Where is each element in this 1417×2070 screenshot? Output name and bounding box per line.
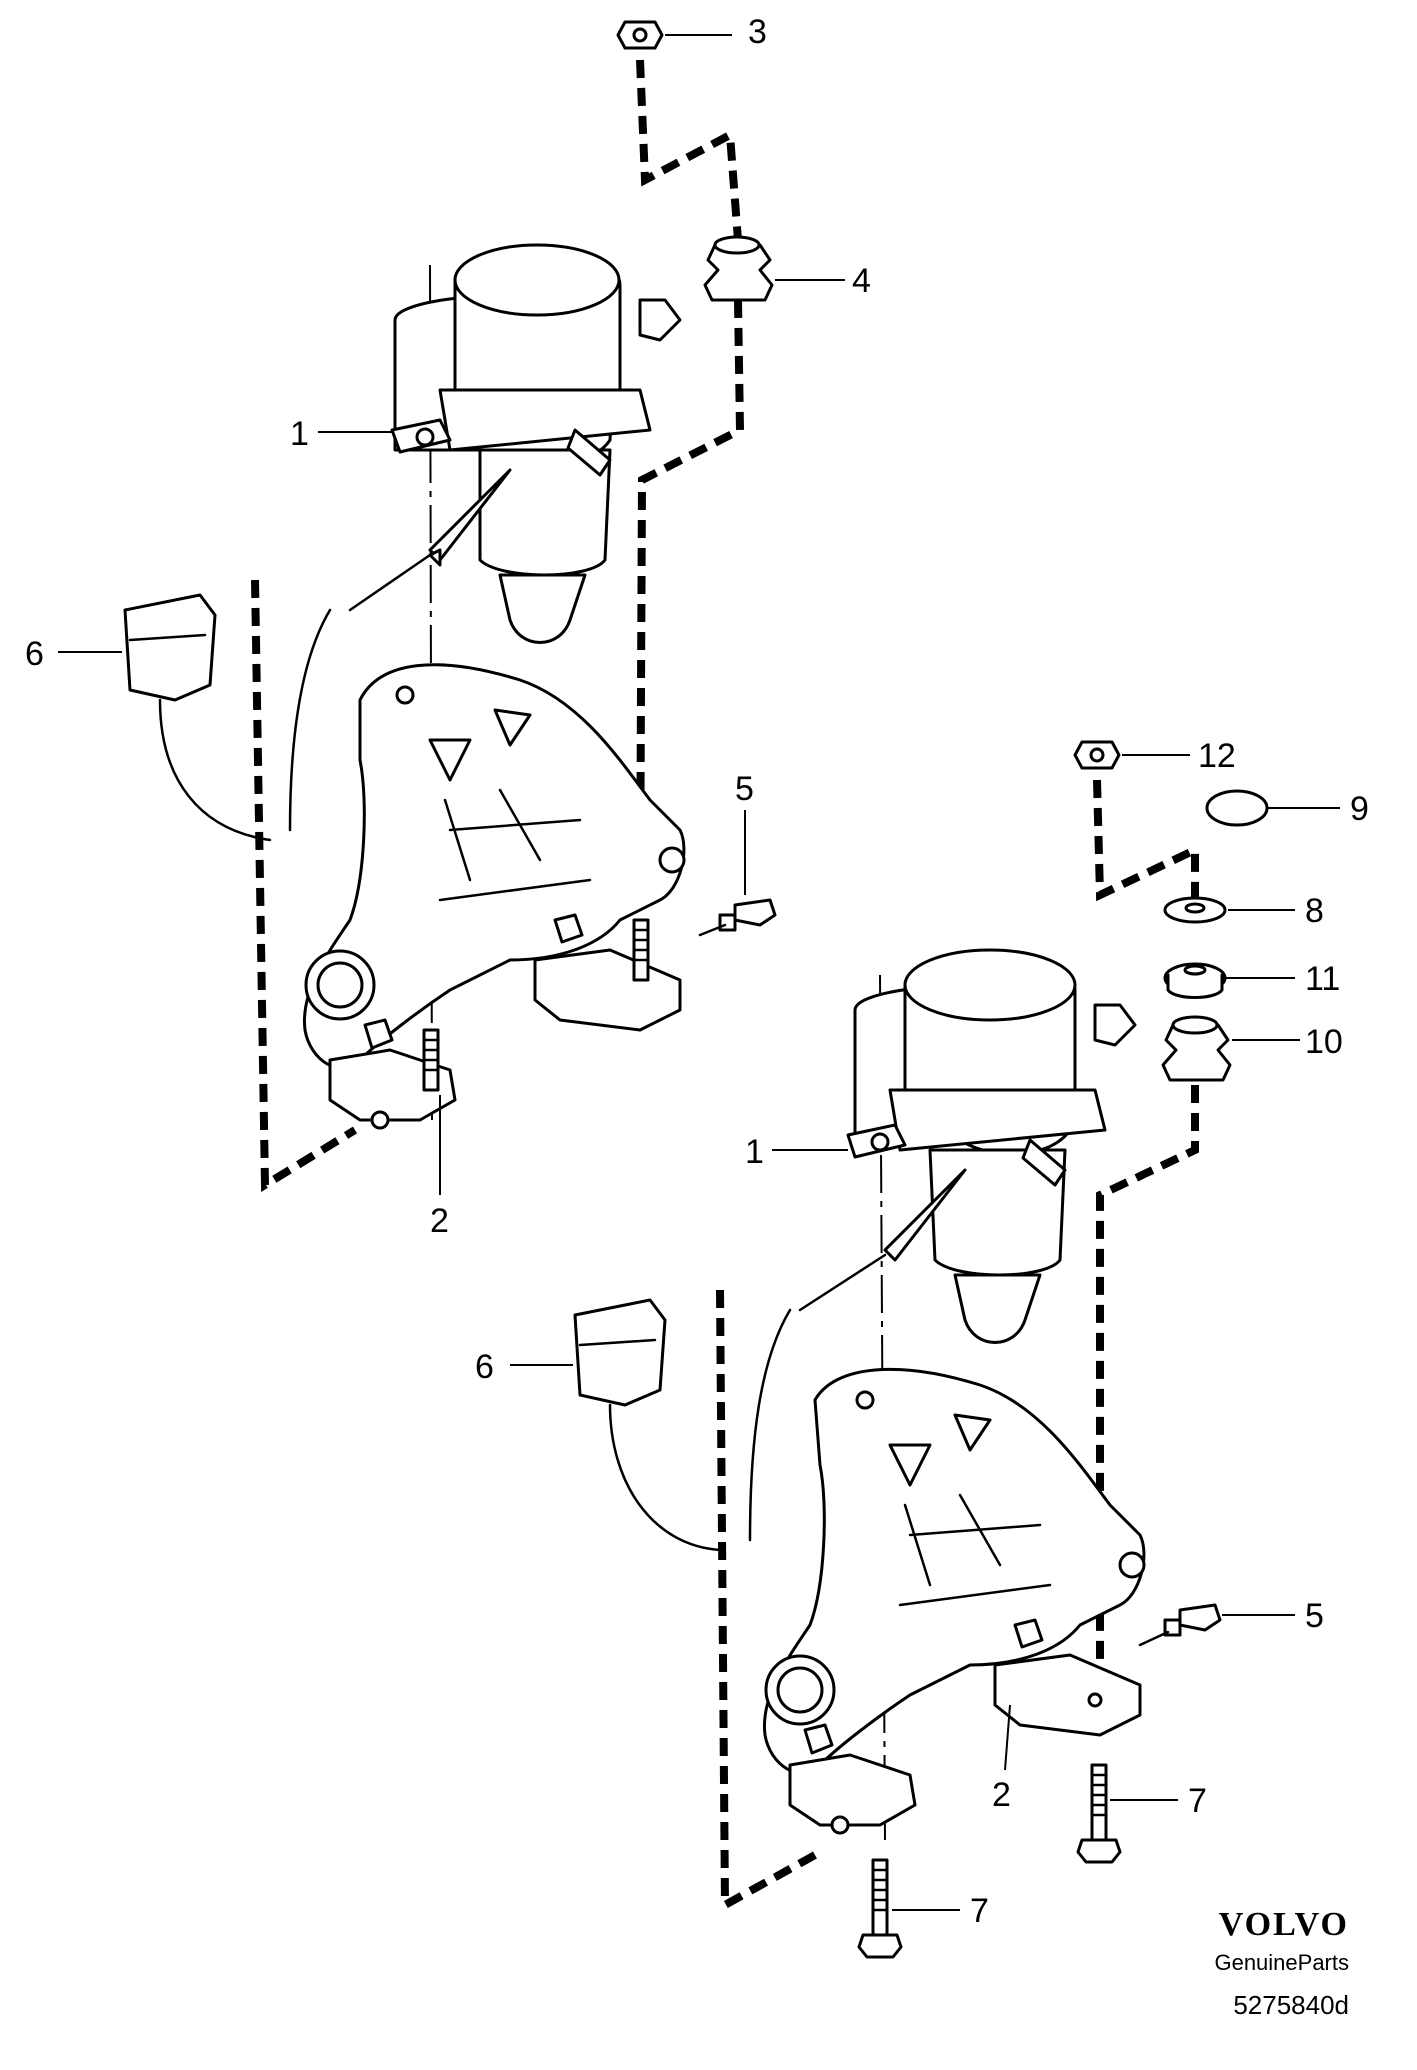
callout-bot-12: 12 xyxy=(1198,737,1236,775)
bottom-bolt-right xyxy=(1076,1763,1122,1864)
top-stud-right xyxy=(632,918,650,982)
top-dashed-route-left xyxy=(251,579,358,1193)
callout-bot-6: 6 xyxy=(475,1348,494,1386)
callout-top-4: 4 xyxy=(852,262,871,300)
bot-dashed-route-left xyxy=(716,1289,817,1912)
bot-dashed-route-10 xyxy=(1096,1085,1199,1690)
callout-bot-8: 8 xyxy=(1305,892,1324,930)
top-dashed-route-3-4 xyxy=(636,59,742,241)
top-bracket xyxy=(302,663,686,1130)
top-assembly: 1 2 3 4 5 6 xyxy=(25,13,871,1240)
top-hose-clip xyxy=(698,898,777,937)
bot-dashed-route-12-8 xyxy=(1093,779,1199,902)
top-grommet xyxy=(703,235,774,302)
callout-bot-2: 2 xyxy=(992,1776,1011,1814)
bottom-electrical-connector xyxy=(573,1253,887,1552)
callout-top-1: 1 xyxy=(290,415,309,453)
callout-top-6: 6 xyxy=(25,635,44,673)
bottom-nut xyxy=(1073,740,1121,770)
callout-bot-1: 1 xyxy=(745,1133,764,1171)
callout-bot-10: 10 xyxy=(1305,1023,1343,1061)
callout-bot-7b: 7 xyxy=(970,1892,989,1930)
bottom-vacuum-pump xyxy=(846,948,1137,1344)
bottom-cap xyxy=(1205,789,1269,827)
volvo-logo: VOLVO xyxy=(1218,1906,1349,1943)
top-nut xyxy=(616,20,664,50)
callout-bot-5: 5 xyxy=(1305,1597,1324,1635)
callout-top-3: 3 xyxy=(748,13,767,51)
bottom-bracket xyxy=(762,1367,1146,1835)
callout-bot-11: 11 xyxy=(1305,960,1340,998)
bottom-washer-11 xyxy=(1163,962,1227,999)
callout-bot-7a: 7 xyxy=(1188,1782,1207,1820)
bottom-washer-8 xyxy=(1163,896,1227,924)
genuine-parts-label: GenuineParts xyxy=(1214,1950,1349,1975)
top-electrical-connector xyxy=(123,553,432,842)
diagram-reference-number: 5275840d xyxy=(1233,1990,1349,2020)
leader-bot-2 xyxy=(1004,1704,1011,1771)
callout-top-2: 2 xyxy=(430,1202,449,1240)
callout-bot-9: 9 xyxy=(1350,790,1369,828)
top-vacuum-pump xyxy=(390,243,682,644)
top-dashed-route-4-stud xyxy=(636,299,745,901)
callout-top-5: 5 xyxy=(735,770,754,808)
bottom-bolt-left xyxy=(857,1858,903,1959)
top-stud-left xyxy=(422,1028,440,1092)
bottom-hose-clip xyxy=(1138,1603,1222,1647)
bottom-grommet xyxy=(1161,1015,1232,1082)
bottom-assembly: 1 2 5 6 7 7 8 9 10 11 12 xyxy=(475,737,1369,1959)
